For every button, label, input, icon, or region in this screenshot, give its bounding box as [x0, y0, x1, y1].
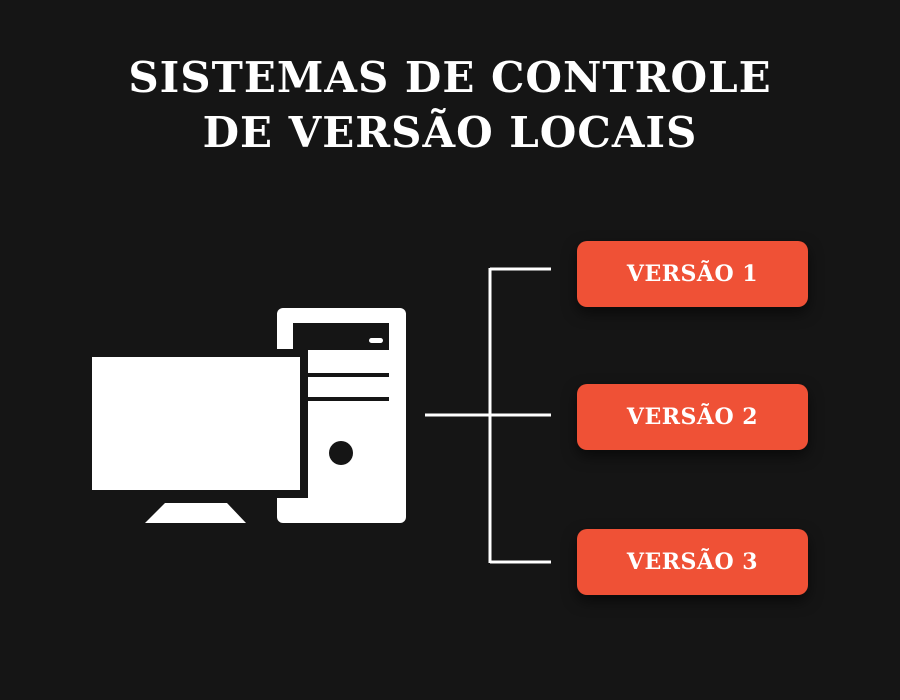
title-line-1: SISTEMAS DE CONTROLE	[128, 53, 772, 102]
computer-tower	[277, 308, 406, 523]
diagram-title: SISTEMAS DE CONTROLE DE VERSÃO LOCAIS	[0, 50, 900, 160]
branch-connectors	[425, 267, 551, 564]
desktop-computer-icon	[86, 308, 406, 523]
computer-monitor	[86, 349, 308, 523]
version-box-3: VERSÃO 3	[577, 529, 808, 595]
title-line-2: DE VERSÃO LOCAIS	[202, 108, 698, 157]
version-box-1: VERSÃO 1	[577, 241, 808, 307]
version-box-2: VERSÃO 2	[577, 384, 808, 450]
